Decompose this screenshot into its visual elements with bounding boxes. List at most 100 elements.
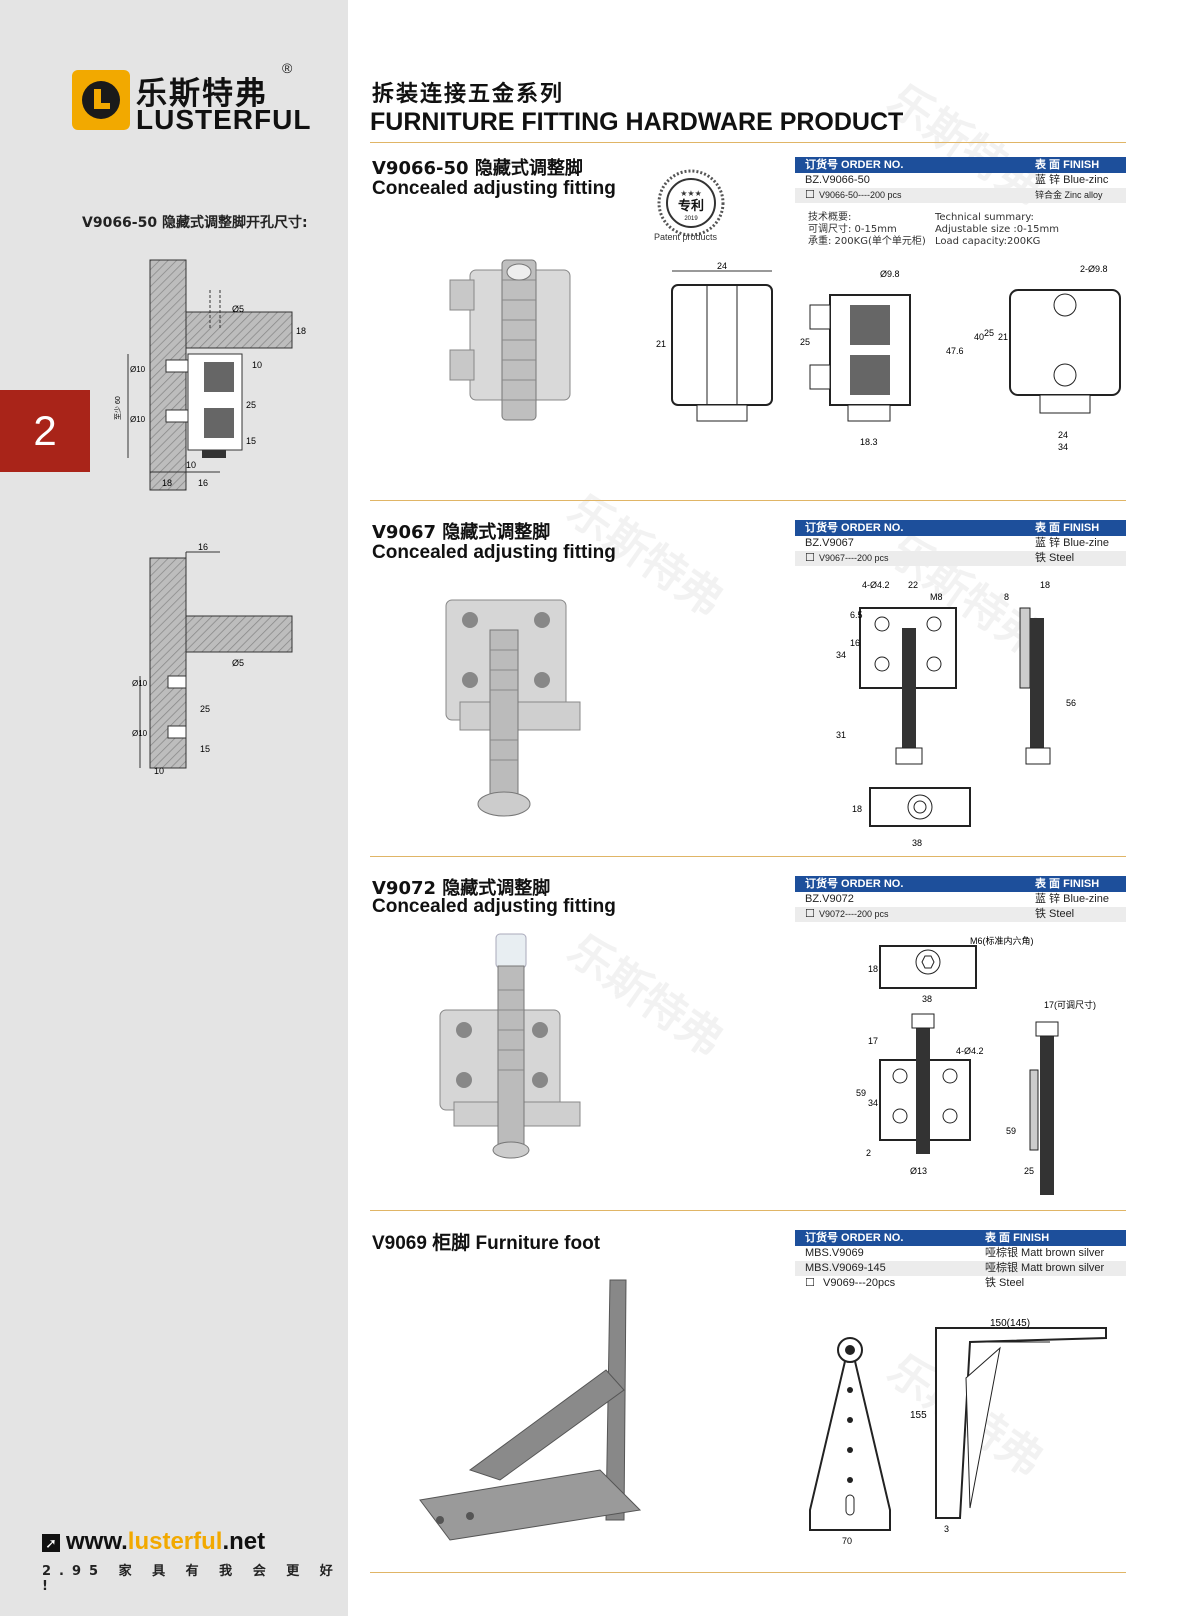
finish-cell: 蓝 锌 Blue-zine (1035, 893, 1109, 905)
dim-label: 47.6 (946, 346, 964, 356)
tech-line: Technical summary: (935, 212, 1034, 223)
dim-label: 18 (162, 478, 172, 488)
dim-label: Ø10 (132, 729, 148, 738)
order-cell: V9072----200 pcs (819, 909, 889, 919)
finish-header: 表 面 FINISH (985, 1232, 1050, 1244)
dim-label: 22 (908, 580, 918, 590)
box-icon: ☐ (805, 908, 815, 920)
order-cell: MBS.V9069-145 (805, 1262, 886, 1274)
website-suffix: .net (222, 1528, 266, 1555)
dim-label: Ø10 (130, 415, 146, 424)
brand-name-cn: 乐斯特弗 (136, 76, 268, 112)
dim-label: 24 (717, 261, 727, 271)
dim-label: 59 (1006, 1126, 1016, 1136)
dim-label: 8 (1004, 592, 1009, 602)
dim-label: 25 (800, 337, 810, 347)
dim-label: 至少 60 (114, 396, 122, 420)
dim-label: 17(可调尺寸) (1044, 999, 1096, 1010)
dim-label: 24 (1058, 430, 1068, 440)
patent-year: 2019 (684, 216, 698, 222)
order-table: 订货号 ORDER NO. 表 面 FINISH BZ.V9066-50 蓝 锌… (795, 157, 1126, 203)
dim-label: 21 (998, 332, 1008, 342)
technical-drawing-v9069-front: 70 (809, 1337, 891, 1546)
dim-label: 40 (974, 332, 984, 342)
order-cell: V9069---20pcs (823, 1277, 896, 1289)
order-header: 订货号 ORDER NO. (805, 159, 904, 171)
dim-label: 2-Ø9.8 (1080, 264, 1108, 274)
divider (370, 500, 1126, 501)
patent-seal-icon: ★★★ 专利 2019 (657, 169, 725, 237)
finish-cell: 铁 Steel (985, 1277, 1025, 1289)
page-title-en: FURNITURE FITTING HARDWARE PRODUCT (370, 108, 904, 136)
dim-label: 10 (154, 766, 164, 776)
tech-line: 技术概要: (808, 212, 852, 223)
product-title-cn: V9066-50 隐藏式调整脚 (372, 158, 583, 179)
dim-label: 38 (922, 994, 932, 1004)
dim-label: Ø13 (910, 1166, 927, 1176)
table-row: MBS.V9069 哑棕银 Matt brown silver (795, 1246, 1126, 1261)
dim-label: 155 (910, 1410, 927, 1421)
chapter-tab[interactable]: 2 (0, 390, 90, 472)
order-table: 订货号 ORDER NO. 表 面 FINISH BZ.V9067 蓝 锌 Bl… (795, 520, 1126, 566)
finish-cell: 蓝 锌 Blue-zinc (1035, 174, 1109, 186)
dim-label: 56 (1066, 698, 1076, 708)
website-link[interactable]: ➚www.lusterful.net (42, 1528, 265, 1556)
order-cell: BZ.V9067 (805, 537, 854, 549)
order-header: 订货号 ORDER NO. (805, 1232, 904, 1244)
order-header: 订货号 ORDER NO. (805, 878, 904, 890)
finish-cell: 铁 Steel (1035, 908, 1075, 920)
svg-text:★★★: ★★★ (680, 189, 702, 198)
product-title-en: Concealed adjusting fitting (372, 542, 616, 563)
product-photo-v9072 (439, 933, 581, 1159)
order-table-header: 订货号 ORDER NO. 表 面 FINISH (795, 1230, 1126, 1246)
website-highlight: lusterful (127, 1528, 223, 1555)
product-title-cn: V9067 隐藏式调整脚 (372, 522, 551, 543)
dim-label: 10 (252, 360, 262, 370)
mounting-diagram-bottom: 16 Ø5 Ø10 25 Ø10 15 10 (132, 542, 293, 776)
website-prefix: www. (66, 1528, 128, 1555)
dim-label: 150(145) (990, 1318, 1030, 1329)
technical-drawing-v9072-side: 17(可调尺寸) 59 25 (1006, 999, 1096, 1195)
dim-label: 15 (200, 744, 210, 754)
box-icon: ☐ (805, 1277, 815, 1289)
dim-label: 70 (842, 1536, 852, 1546)
order-cell: BZ.V9072 (805, 893, 854, 905)
finish-cell: 哑棕银 Matt brown silver (985, 1262, 1105, 1274)
table-row: ☐ V9072----200 pcs 铁 Steel (795, 907, 1126, 922)
brand-logo[interactable]: 乐斯特弗 LUSTERFUL ® (72, 60, 310, 138)
order-cell: MBS.V9069 (805, 1247, 864, 1259)
dim-label: Ø10 (130, 365, 146, 374)
order-table: 订货号 ORDER NO. 表 面 FINISH MBS.V9069 哑棕银 M… (795, 1230, 1126, 1291)
order-table-header: 订货号 ORDER NO. 表 面 FINISH (795, 157, 1126, 173)
dim-label: 25 (200, 704, 210, 714)
divider (370, 142, 1126, 143)
dim-label: 17 (868, 1036, 878, 1046)
technical-drawing-v9067-front: 4-Ø4.2 22 M8 6.5 16 34 31 (836, 580, 957, 765)
order-cell: V9066-50----200 pcs (819, 190, 902, 200)
dim-label: 6.5 (850, 610, 863, 620)
dim-label: M6(标准内六角) (970, 935, 1034, 946)
order-table-header: 订货号 ORDER NO. 表 面 FINISH (795, 876, 1126, 892)
dim-label: 31 (836, 730, 846, 740)
dim-label: 25 (246, 400, 256, 410)
dim-label: Ø10 (132, 679, 148, 688)
dim-label: 25 (984, 328, 994, 338)
dim-label: 2 (866, 1148, 871, 1158)
finish-cell: 蓝 锌 Blue-zine (1035, 537, 1109, 549)
tech-summary-en: Technical summary: Adjustable size :0-15… (935, 212, 1059, 248)
divider (370, 1210, 1126, 1211)
table-row: BZ.V9067 蓝 锌 Blue-zine (795, 536, 1126, 551)
table-row: MBS.V9069-145 哑棕银 Matt brown silver (795, 1261, 1126, 1276)
product-title-cn: V9072 隐藏式调整脚 (372, 878, 551, 899)
product-photo-v9067 (445, 599, 581, 817)
dim-label: 3 (944, 1524, 949, 1534)
patent-label: Patent products (654, 232, 718, 242)
technical-drawing-v9072-front: 17 4-Ø4.2 59 34 2 Ø13 (856, 1013, 984, 1176)
dim-label: 16 (850, 638, 860, 648)
table-row: ☐ V9066-50----200 pcs 锌合金 Zinc alloy (795, 188, 1126, 203)
dim-label: 34 (836, 650, 846, 660)
table-row: BZ.V9066-50 蓝 锌 Blue-zinc (795, 173, 1126, 188)
technical-drawing-v9067-side: 18 8 56 (1004, 580, 1076, 765)
product-title-en: Concealed adjusting fitting (372, 178, 616, 199)
product-title-en: Concealed adjusting fitting (372, 896, 616, 917)
